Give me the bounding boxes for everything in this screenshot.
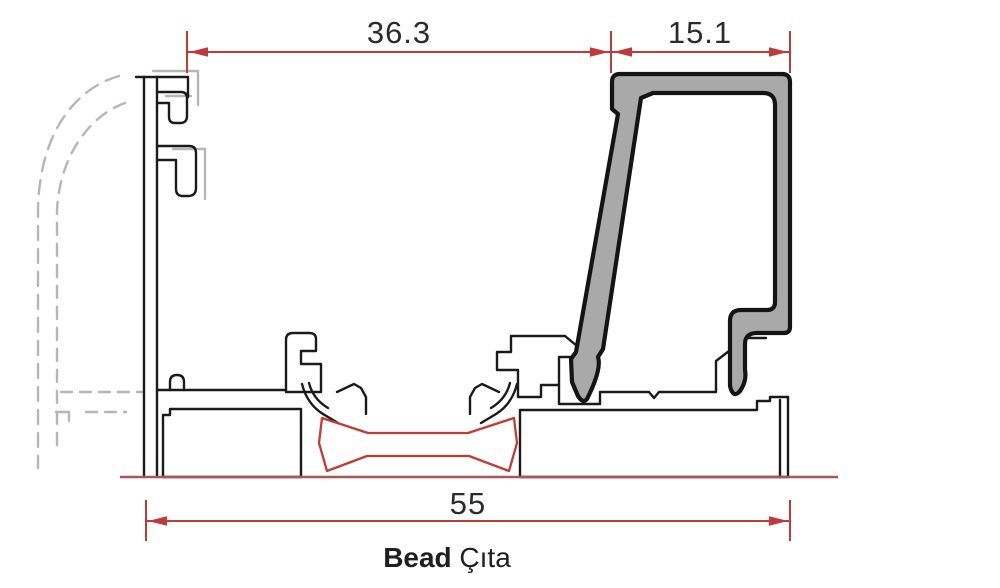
frame-block-left — [161, 407, 303, 479]
dimension-lines — [145, 31, 791, 541]
part-title-bold: Bead — [383, 542, 451, 573]
part-title-regular: Çıta — [452, 542, 512, 573]
phantom-arc-inner — [55, 101, 127, 454]
dim-value-55: 55 — [450, 486, 486, 521]
phantom-step — [54, 410, 71, 423]
phantom-clip-echo-lower — [171, 147, 207, 201]
part-title: Bead Çıta — [383, 542, 511, 573]
frame-profile — [134, 75, 790, 479]
dim-value-36: 36.3 — [367, 15, 431, 50]
gasket-lip-left-inner — [307, 381, 330, 410]
frame-hook-upper — [155, 90, 189, 125]
frame-hook-lower — [155, 144, 198, 198]
gasket-lip-right-inner — [489, 381, 512, 410]
arrow-36-right — [590, 47, 609, 57]
arrow-55-right — [769, 516, 788, 526]
arrow-15-right — [769, 47, 788, 57]
gasket-peak-left — [335, 382, 368, 416]
frame-block-right — [518, 395, 790, 479]
arrow-55-left — [148, 516, 167, 526]
gasket-lip-right-outer — [479, 382, 519, 425]
gasket-lip-left-outer — [300, 382, 340, 425]
glazing-gasket — [317, 416, 519, 473]
dimension-arrowheads — [148, 47, 788, 526]
dimension-labels: 36.3 15.1 55 — [367, 15, 732, 521]
frame-tclip-left — [284, 331, 323, 394]
frame-shelf-bump — [168, 373, 186, 392]
phantom-arc-outer — [36, 74, 121, 470]
phantom-clip-echo-top — [151, 69, 200, 107]
arrow-36-left — [189, 47, 208, 57]
arrow-15-left — [613, 47, 632, 57]
frame-top-bar — [134, 75, 190, 99]
phantom-sash-outline — [36, 69, 207, 470]
bead-profile — [568, 71, 793, 403]
dim-value-15: 15.1 — [668, 15, 732, 50]
gasket-peak-right — [468, 382, 501, 416]
frame-foot-notch-and-shelf-right — [557, 336, 768, 406]
